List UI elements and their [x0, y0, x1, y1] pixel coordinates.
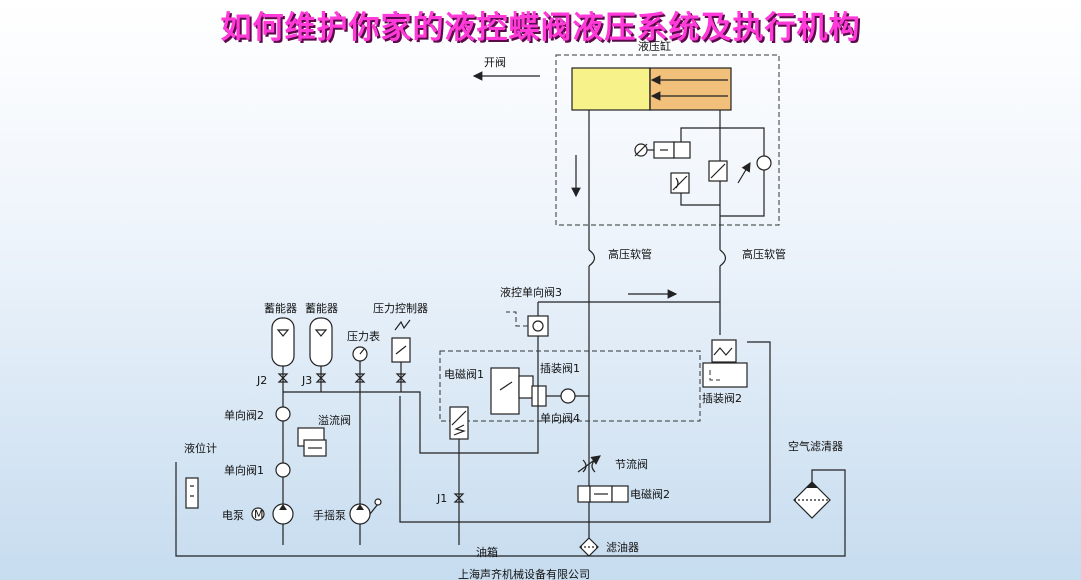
check-valve-cylinder [756, 155, 772, 171]
throttle-valve-small [670, 160, 728, 194]
company-footer: 上海声齐机械设备有限公司 [458, 567, 590, 580]
tank-label: 油箱 [476, 545, 498, 559]
oil-filter [579, 537, 599, 557]
air-filter [793, 481, 831, 519]
pressure-controller [391, 319, 411, 363]
relief-valve-label: 溢流阀 [318, 413, 351, 427]
svg-text:M: M [254, 508, 264, 521]
pilot-check-valve-3 [506, 311, 549, 337]
cartridge-valve-2-label: 插装阀2 [702, 391, 742, 405]
slide-title: 如何维护你家的液控蝶阀液压系统及执行机构 [220, 10, 861, 46]
cartridge-valve-1-label: 插装阀1 [540, 361, 580, 375]
oil-tank-outline [175, 462, 846, 557]
solenoid-valve-2-label: 电磁阀2 [630, 487, 670, 501]
throttle-valve-label: 节流阀 [615, 457, 648, 471]
hand-pump [349, 498, 382, 525]
hydraulic-cylinder [571, 67, 732, 111]
pressure-controller-label: 压力控制器 [373, 301, 428, 315]
hose-right-label: 高压软管 [742, 247, 786, 261]
air-filter-label: 空气滤清器 [788, 439, 843, 453]
solenoid-valve-1-label: 电磁阀1 [444, 367, 484, 381]
cylinder-group-boundary [555, 54, 780, 226]
cylinder-label: 液压缸 [638, 39, 671, 53]
solenoid-valve-2 [577, 485, 629, 503]
check-valve-4-label: 单向阀4 [540, 411, 580, 425]
throttle-valve [577, 455, 601, 473]
check-valve-4 [560, 388, 576, 404]
electric-pump-label: 电泵 [222, 509, 244, 522]
oil-filter-label: 滤油器 [606, 540, 639, 554]
check-valve-1-label: 单向阀1 [224, 463, 264, 477]
open-valve-label: 开阀 [484, 55, 506, 69]
check-valve-2 [275, 406, 291, 422]
valve-j2 [277, 373, 289, 383]
hose-left-label: 高压软管 [608, 247, 652, 261]
solenoid-valve-1-coil [449, 406, 469, 440]
valve-j3 [315, 373, 327, 383]
level-gauge [185, 477, 199, 509]
accumulator-2-label: 蓄能器 [305, 301, 338, 315]
hose-left [588, 249, 596, 267]
level-gauge-label: 液位计 [184, 441, 217, 455]
pilot-check-valve-3-label: 液控单向阀3 [500, 285, 562, 299]
valve-j1 [453, 493, 465, 503]
accumulator-2 [309, 317, 333, 367]
valve-block-boundary [439, 350, 701, 422]
manual-directional-valve [634, 141, 691, 159]
valve-gauge [354, 373, 366, 383]
j2-label: J2 [256, 374, 267, 387]
electric-pump: M [251, 503, 294, 525]
accumulator-1 [271, 317, 295, 367]
solenoid-valve-1 [490, 367, 534, 415]
j1-label: J1 [436, 492, 447, 505]
cartridge-valve-2 [702, 339, 748, 388]
relief-valve [297, 427, 327, 457]
valve-controller [395, 373, 407, 383]
hand-pump-label: 手摇泵 [313, 508, 346, 522]
pressure-gauge-label: 压力表 [347, 329, 380, 343]
check-valve-2-label: 单向阀2 [224, 408, 264, 422]
accumulator-1-label: 蓄能器 [264, 301, 297, 315]
j3-label: J3 [301, 374, 312, 387]
check-valve-1 [275, 462, 291, 478]
cartridge-valve-1 [531, 385, 547, 407]
hose-right [719, 249, 727, 267]
